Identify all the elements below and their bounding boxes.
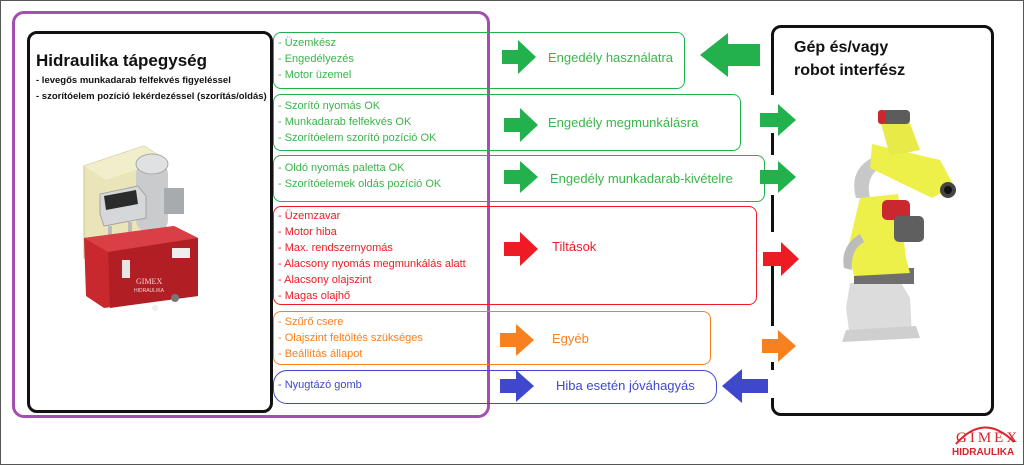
signal-item: - Engedélyezés — [278, 53, 354, 65]
signal-list: - Nyugtázó gomb — [278, 377, 362, 393]
output-label: Engedély munkadarab-kivételre — [550, 171, 733, 186]
arrow-right-icon — [762, 330, 796, 362]
signal-group-other: - Szűrő csere - Olajszint feltöltés szük… — [273, 311, 711, 365]
signal-group-ready: - Üzemkész - Engedélyezés - Motor üzemel… — [273, 32, 685, 89]
signal-item: - Motor hiba — [278, 226, 337, 238]
output-label: Hiba esetén jóváhagyás — [556, 378, 695, 393]
signal-item: - Szorítóelem szorító pozíció OK — [278, 132, 437, 144]
signal-item: - Alacsony nyomás megmunkálás alatt — [278, 258, 466, 270]
output-label: Egyéb — [552, 331, 589, 346]
output-label: Tiltások — [552, 239, 597, 254]
signal-group-unload: - Oldó nyomás paletta OK - Szorítóelemek… — [273, 155, 765, 202]
arrow-right-icon — [760, 161, 796, 193]
power-unit-feature: - szorítóelem pozíció lekérdezéssel (szo… — [36, 91, 267, 102]
signal-item: - Üzemzavar — [278, 210, 341, 222]
signal-group-acknowledge: - Nyugtázó gomb Hiba esetén jóváhagyás — [273, 370, 717, 404]
signal-item: - Oldó nyomás paletta OK — [278, 162, 405, 174]
signal-item: - Nyugtázó gomb — [278, 379, 362, 391]
signal-item: - Max. rendszernyomás — [278, 242, 393, 254]
power-unit-feature: - levegős munkadarab felfekvés figyeléss… — [36, 75, 231, 86]
output-label: Engedély megmunkálásra — [548, 115, 699, 130]
logo-arc-icon — [955, 426, 1015, 445]
arrow-right-icon — [504, 232, 538, 266]
signal-list: - Szűrő csere - Olajszint feltöltés szük… — [278, 314, 423, 362]
power-unit-signal-group — [12, 11, 490, 418]
interface-box: Gép és/vagy robot interfész — [771, 25, 994, 416]
arrow-left-icon — [700, 33, 760, 77]
power-unit-title: Hidraulika tápegység — [36, 51, 208, 70]
signal-item: - Szűrő csere — [278, 316, 344, 328]
signal-item: - Beállítás állapot — [278, 348, 363, 360]
svg-text:GIMEX: GIMEX — [136, 277, 162, 286]
output-label: Engedély használatra — [548, 50, 674, 65]
signal-list: - Szorító nyomás OK - Munkadarab felfekv… — [278, 98, 436, 146]
signal-group-inhibits: - Üzemzavar - Motor hiba - Max. rendszer… — [273, 206, 757, 305]
signal-item: - Szorítóelemek oldás pozíció OK — [278, 178, 442, 190]
arrow-right-icon — [763, 242, 799, 276]
signal-item: - Magas olajhő — [278, 290, 351, 302]
signal-list: - Üzemkész - Engedélyezés - Motor üzemel — [278, 35, 354, 83]
arrow-left-icon — [722, 369, 768, 403]
robot-arm-image — [842, 110, 956, 342]
signal-item: - Alacsony olajszint — [278, 274, 372, 286]
signal-item: - Szorító nyomás OK — [278, 100, 381, 112]
interface-title-line2: robot interfész — [794, 62, 906, 79]
signal-item: - Olajszint feltöltés szükséges — [278, 332, 423, 344]
arrow-right-icon — [504, 108, 538, 142]
hydraulic-power-unit-image: GIMEX HIDRAULIKA — [83, 145, 198, 311]
svg-text:HIDRAULIKA: HIDRAULIKA — [134, 288, 165, 294]
signal-item: - Üzemkész — [278, 37, 337, 49]
gimex-logo: GIMEX HIDRAULIKA — [950, 418, 1020, 462]
border-gap — [768, 232, 776, 266]
arrow-right-icon — [502, 40, 536, 74]
logo-sub: HIDRAULIKA — [952, 447, 1015, 458]
power-unit-box: Hidraulika tápegység - levegős munkadara… — [27, 31, 273, 413]
signal-list: - Oldó nyomás paletta OK - Szorítóelemek… — [278, 160, 441, 192]
logo-brand: GIMEX — [956, 430, 1021, 446]
interface-title: Gép és/vagy robot interfész — [794, 36, 905, 82]
interface-title-line1: Gép és/vagy — [794, 39, 889, 56]
arrow-right-icon — [504, 161, 538, 193]
signal-item: - Motor üzemel — [278, 69, 352, 81]
arrow-right-icon — [500, 324, 534, 356]
arrow-right-icon — [760, 104, 796, 136]
border-gap — [768, 370, 776, 398]
signal-item: - Munkadarab felfekvés OK — [278, 116, 412, 128]
arrow-right-icon — [500, 370, 534, 402]
signal-group-machining: - Szorító nyomás OK - Munkadarab felfekv… — [273, 94, 741, 151]
signal-list: - Üzemzavar - Motor hiba - Max. rendszer… — [278, 208, 466, 304]
